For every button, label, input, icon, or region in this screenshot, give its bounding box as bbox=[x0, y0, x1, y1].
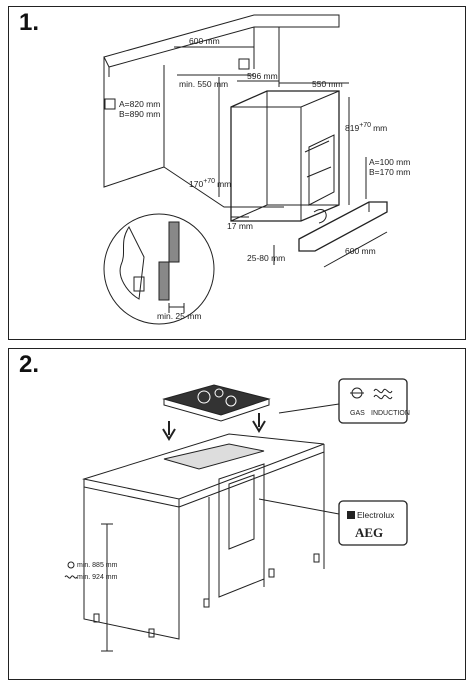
left-cabinet-side bbox=[103, 65, 165, 188]
hob-installation-drawing: GAS INDUCTION Electrolux AEG min. 885 mm… bbox=[64, 378, 410, 652]
brand-electrolux-label: Electrolux bbox=[357, 510, 395, 520]
detail-magnifier-circle bbox=[103, 213, 215, 325]
depth-550-label: 550 mm bbox=[312, 79, 343, 89]
plinth-600-label: 600 mm bbox=[345, 246, 376, 256]
plinth-detail-upper bbox=[168, 221, 180, 263]
socket-icon-left bbox=[104, 98, 116, 110]
plinth-clip bbox=[133, 276, 145, 292]
min-25-label: min. 25 mm bbox=[157, 311, 201, 321]
fridge-door-under-hob bbox=[218, 463, 265, 598]
width-600-label: 600 mm bbox=[189, 36, 220, 46]
installation-step-1-panel: 1. bbox=[8, 6, 466, 340]
plinth-25-80-label: 25-80 mm bbox=[247, 253, 285, 263]
down-arrow-left bbox=[162, 421, 176, 441]
plinth-detail-lower bbox=[158, 261, 170, 301]
min-924-label: min. 924 mm bbox=[77, 574, 118, 581]
dim-a-820-label: A=820 mm bbox=[119, 99, 160, 109]
brand-legend bbox=[338, 500, 408, 546]
offset-17-label: 17 mm bbox=[227, 221, 253, 231]
plinth-arrow bbox=[313, 209, 327, 224]
cabinet-foot bbox=[93, 613, 100, 623]
min-depth-550-label: min. 550 mm bbox=[179, 79, 228, 89]
hob-cutout bbox=[163, 443, 265, 470]
plinth-board bbox=[298, 201, 388, 252]
gas-burner-icon bbox=[350, 387, 364, 399]
socket-icon-right bbox=[238, 58, 250, 70]
coil-min-icon bbox=[64, 575, 78, 579]
countertop-outline bbox=[103, 14, 340, 68]
induction-label: INDUCTION bbox=[371, 410, 410, 417]
hob-type-legend bbox=[338, 378, 408, 424]
installation-step-2-panel: 2. bbox=[8, 348, 466, 680]
cabinet-front-left bbox=[83, 487, 180, 640]
step-number-1: 1. bbox=[19, 9, 40, 36]
width-596-label: 596 mm bbox=[247, 71, 278, 81]
induction-coil-icon bbox=[373, 388, 393, 400]
brand-aeg-label: AEG bbox=[355, 525, 383, 540]
down-arrow-right bbox=[252, 413, 266, 433]
electrolux-logo-icon bbox=[347, 511, 355, 519]
gas-label: GAS bbox=[350, 410, 365, 417]
dim-b-890-label: B=890 mm bbox=[119, 109, 160, 119]
fridge-body bbox=[230, 90, 340, 222]
dim-a-100-label: A=100 mm bbox=[369, 157, 410, 167]
dim-b-170-label: B=170 mm bbox=[369, 167, 410, 177]
burner-min-icon bbox=[67, 561, 75, 569]
min-885-label: min. 885 mm bbox=[77, 562, 118, 569]
step-number-2: 2. bbox=[19, 351, 40, 378]
fridge-door-panel bbox=[308, 134, 335, 206]
